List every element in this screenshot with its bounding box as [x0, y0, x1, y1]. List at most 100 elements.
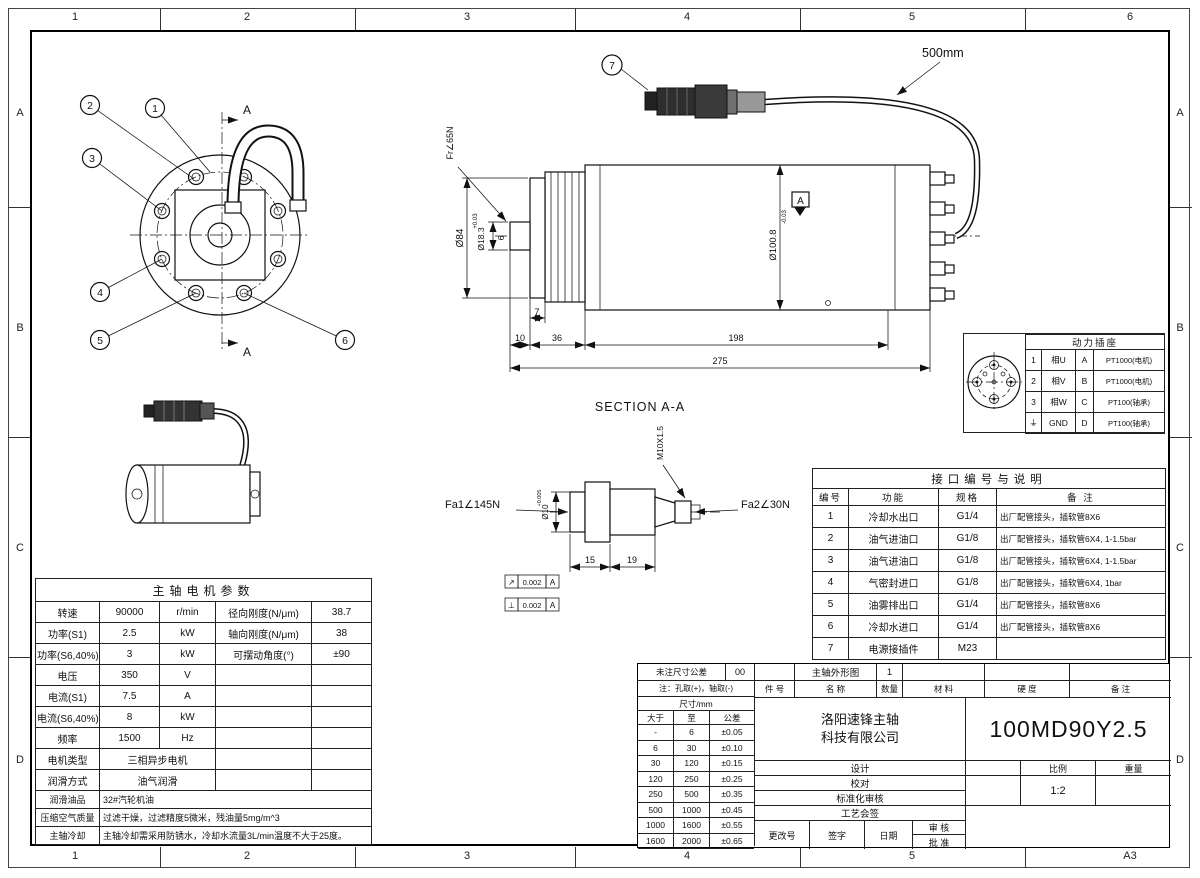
tol-value: ±0.55 [721, 820, 743, 830]
sign-row-label: 校对 [755, 776, 965, 791]
param-label: 电压 [35, 664, 100, 686]
tol-value: ±0.45 [721, 804, 743, 815]
param-label: 功率(S6,40%) [35, 643, 100, 665]
pin-number: 3 [1025, 391, 1042, 413]
param-value: 32#汽轮机油 [98, 790, 373, 809]
param-value: 8 [99, 706, 160, 728]
port-function: 电源接插件 [848, 637, 939, 660]
power-cable [764, 96, 981, 240]
tol-over: 30 [638, 756, 674, 771]
grid-tick [1170, 207, 1192, 208]
motor-cable [211, 408, 249, 467]
motor-params-table: 主轴电机参数 转速 90000 r/min 径向刚度(N/μm) 38.7 功率… [34, 578, 373, 845]
dim-fr-force: Fr∠65N [445, 126, 455, 159]
tol-col-header: 公差 [710, 711, 754, 725]
grid-tick [1025, 847, 1026, 868]
part-number: 100MD90Y2.5 [966, 698, 1171, 761]
grid-tick [1170, 437, 1192, 438]
param-label-2 [215, 706, 312, 728]
datum-a-text: A [797, 196, 804, 207]
signature-header: 签字 [810, 821, 865, 849]
socket-row: ⏚ GND D PT100(轴承) [1025, 412, 1166, 434]
col-header-qty: 数量 [877, 681, 903, 698]
grid-label: 4 [683, 11, 691, 23]
cable-connector-plug [644, 84, 766, 119]
tol-over: 250 [638, 787, 674, 802]
pin-phase: 相W [1041, 391, 1076, 413]
sign-row-label: 标准化审核 [755, 791, 965, 806]
param-value: 油气润滑 [99, 769, 216, 791]
param-row: 电流(S1) 7.5 A [35, 685, 373, 707]
grid-label: D [1176, 754, 1184, 766]
tol-note: 注：孔取(+)，轴取(-) [638, 681, 754, 697]
part-name: 主轴外形图 [795, 664, 877, 681]
air-tube [224, 124, 307, 214]
tol-to: 1600 [674, 818, 710, 833]
dim-dia100-8: Ø100.8 [768, 229, 779, 260]
grid-tick [800, 847, 801, 868]
company-name: 洛阳速锋主轴 科技有限公司 [755, 698, 966, 761]
pin-sensor: PT1000(电机) [1092, 370, 1166, 392]
grid-label: 6 [1126, 11, 1134, 23]
grid-tick [575, 847, 576, 868]
port-spec: G1/8 [938, 527, 997, 550]
param-row: 润滑油品 32#汽轮机油 [35, 790, 373, 809]
param-value-2 [310, 706, 373, 728]
param-label: 功率(S1) [35, 622, 100, 644]
socket-row: 1 相U A PT1000(电机) [1025, 349, 1166, 371]
port-note [996, 637, 1166, 660]
port-note: 出厂配管接头，插软管6X4, 1-1.5bar [996, 549, 1166, 572]
param-label-2 [215, 664, 312, 686]
dim-len10: 10 [515, 333, 525, 343]
part-qty: 1 [877, 664, 903, 681]
motor-iso-view [125, 400, 261, 524]
cable-length-label: 500mm [896, 46, 964, 96]
power-socket-title: 动力插座 [1024, 334, 1166, 350]
empty-cell [1070, 664, 1171, 681]
port-number: 2 [812, 527, 849, 550]
tol-to: 500 [674, 787, 710, 802]
port-spec: G1/8 [938, 571, 997, 594]
grid-label: C [1176, 542, 1184, 554]
power-socket-table: 动力插座 1 相U A PT1000(电机) 2 相V B PT1000(电机)… [1024, 334, 1166, 434]
dim-dia18-3-tol: +0.03 [473, 213, 479, 229]
port-function: 油雾排出口 [848, 593, 939, 616]
fa2-label: Fa2∠30N [741, 499, 790, 511]
section-title: SECTION A-A [595, 400, 685, 414]
tol-value: ±0.10 [721, 742, 743, 753]
tol-over: 500 [638, 802, 674, 817]
rear-fittings [929, 171, 955, 302]
gdt1-value: 0.002 [523, 578, 542, 587]
param-row: 频率 1500 Hz [35, 727, 373, 749]
col-header: 功能 [848, 488, 939, 506]
sign-row-label: 工艺会签 [755, 806, 965, 821]
param-row: 功率(S1) 2.5 kW 轴向刚度(N/μm) 38 [35, 622, 373, 644]
dim-len6: 6 [496, 235, 506, 240]
tol-to: 120 [674, 756, 710, 771]
interface-table-header: 编号 功能 规格 备 注 [812, 488, 1166, 506]
side-view-dimensions: Ø84 Ø18.3 +0.03 6 Fr∠65N Ø100.8 -0.03 7 … [445, 126, 931, 372]
tolerance-row: -6±0.05 [638, 725, 754, 741]
tol-over: 120 [638, 771, 674, 786]
tol-to: 6 [674, 725, 710, 740]
param-value: 90000 [99, 601, 160, 623]
tol-value: ±0.15 [721, 758, 743, 768]
interface-row: 5 油雾排出口 G1/4 出厂配管接头，插软管8X6 [812, 593, 1166, 616]
grid-label: D [16, 754, 24, 766]
port-spec: G1/8 [938, 549, 997, 572]
param-unit: r/min [159, 601, 216, 623]
param-value-2 [310, 727, 373, 749]
socket-row: 3 相W C PT100(轴承) [1025, 391, 1166, 413]
interface-row: 7 电源接插件 M23 [812, 637, 1166, 660]
dim-len198: 198 [728, 333, 743, 343]
grid-label: 5 [908, 850, 916, 862]
port-number: 4 [812, 571, 849, 594]
port-function: 油气进油口 [848, 549, 939, 572]
pin-letter: C [1075, 391, 1094, 413]
param-value-2: 38 [310, 622, 373, 644]
param-row: 电流(S6,40%) 8 kW [35, 706, 373, 728]
port-function: 气密封进口 [848, 571, 939, 594]
dim-thread: M10X1.5 [655, 426, 665, 460]
